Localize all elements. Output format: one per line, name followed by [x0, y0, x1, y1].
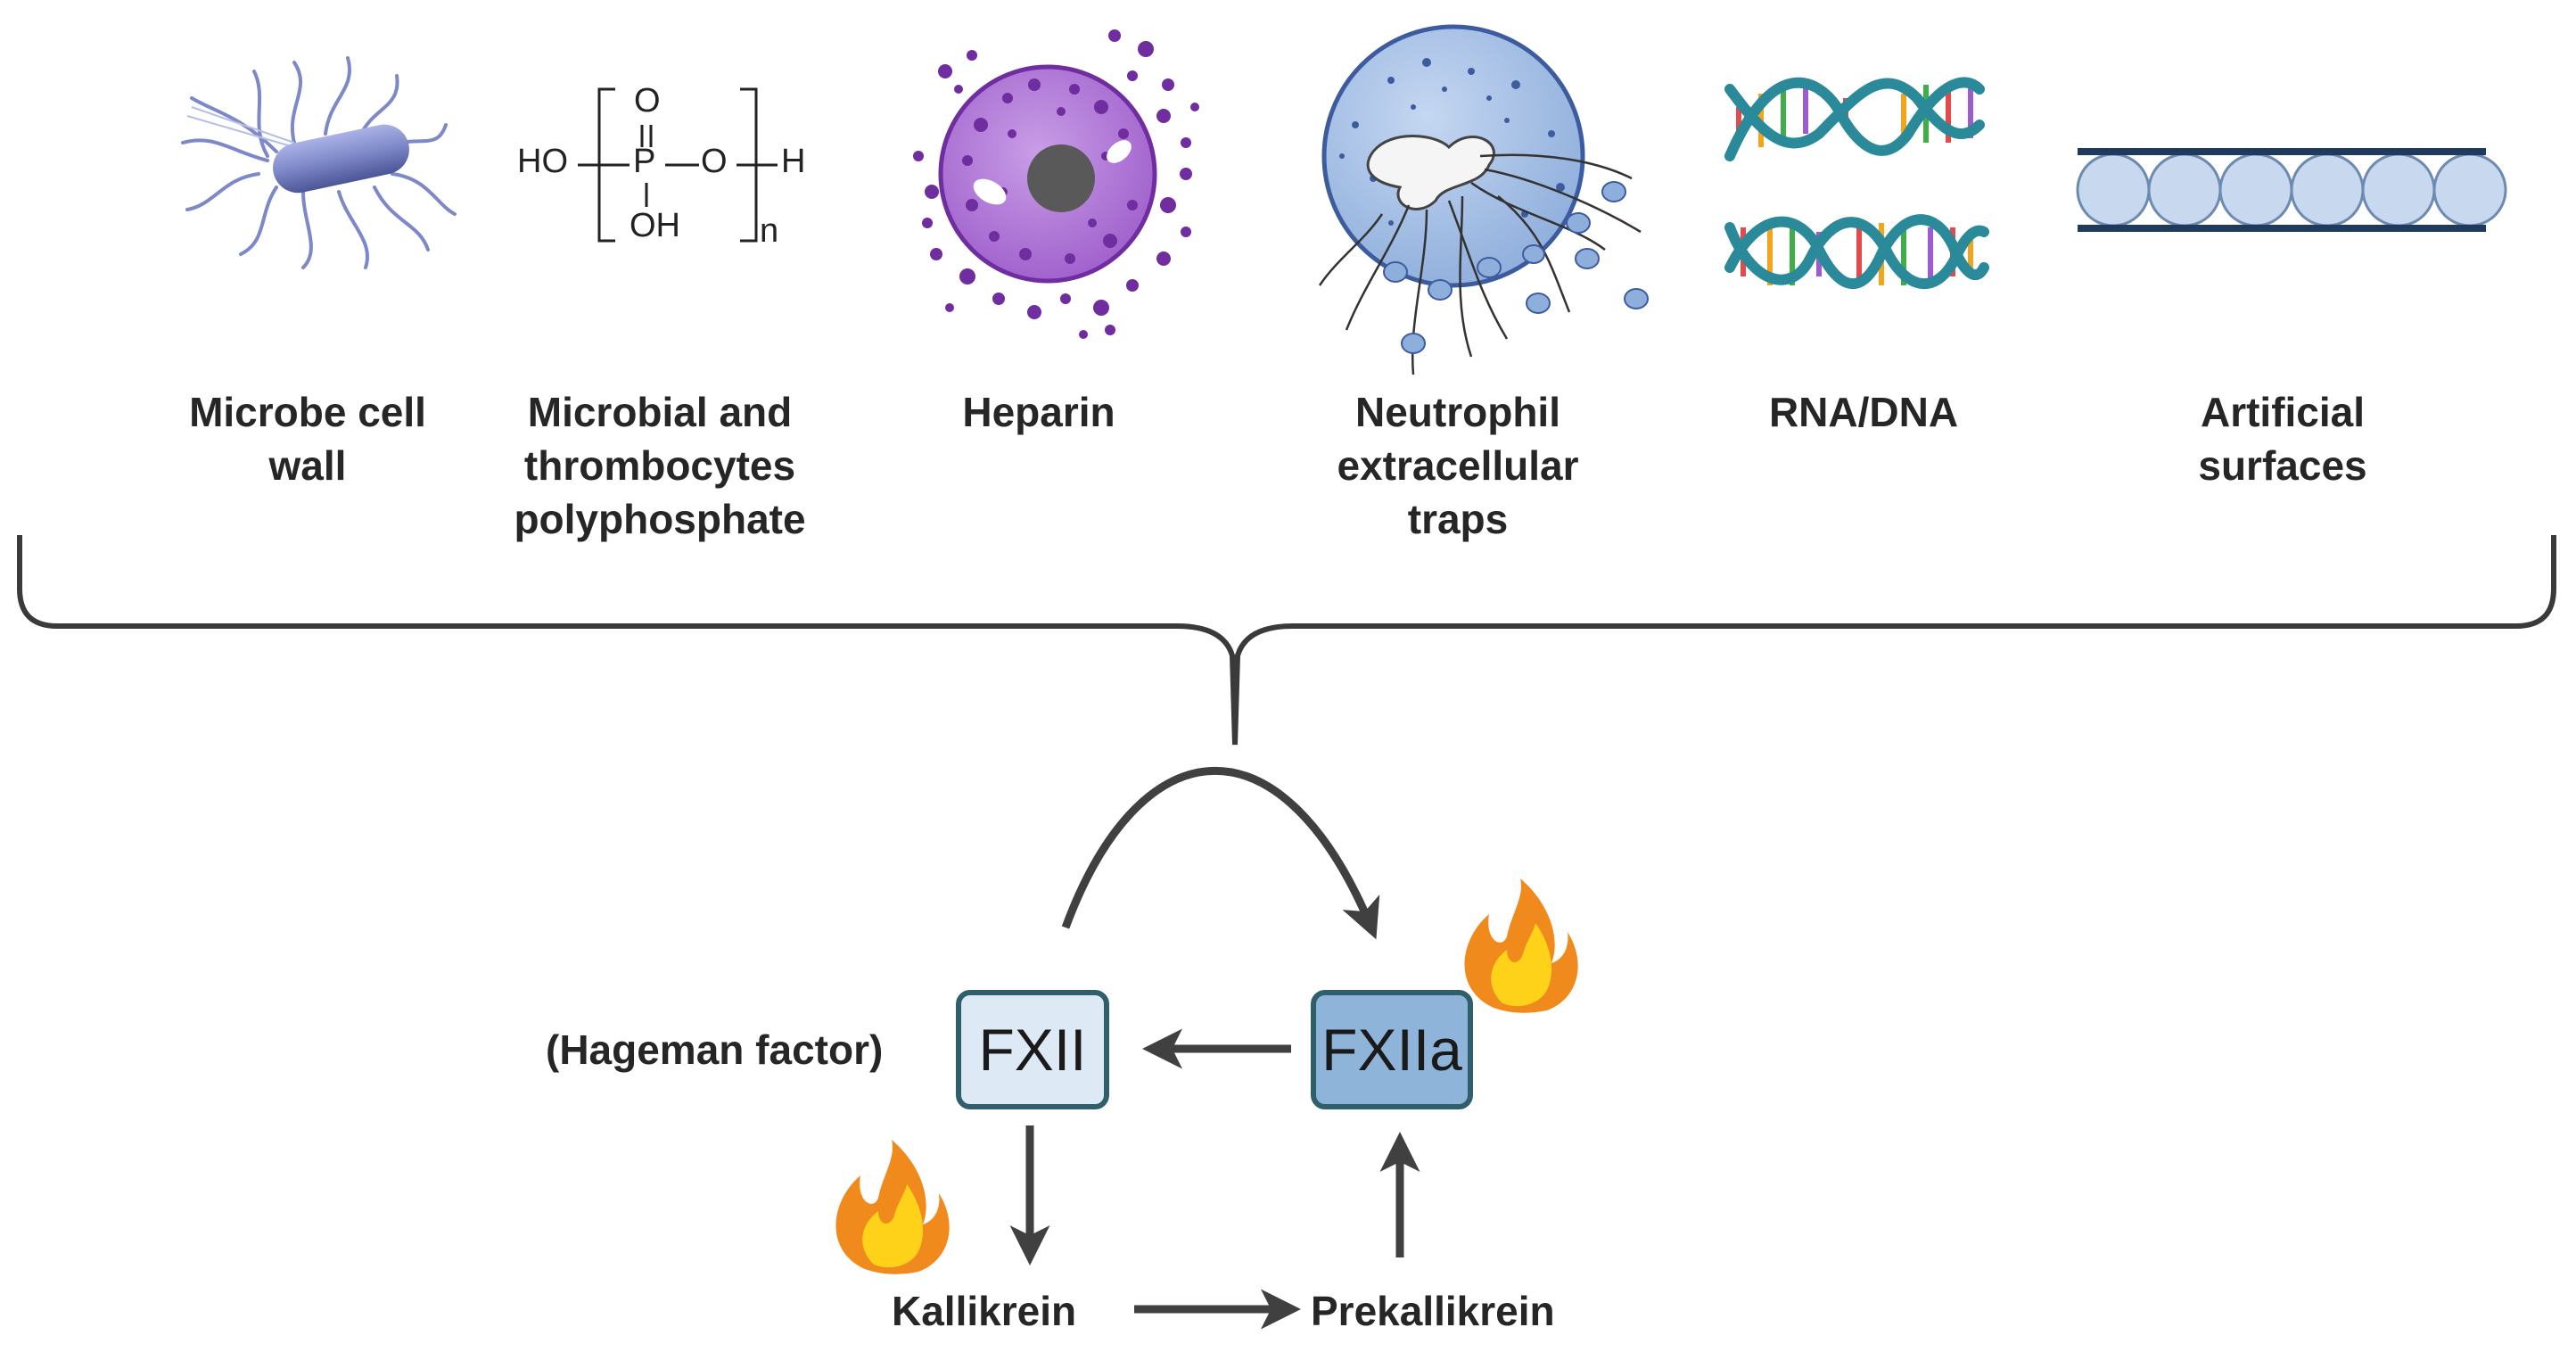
neutrophil-net-icon	[1318, 24, 1649, 375]
label-polyphosphate: Microbial and thrombocytes polyphosphate	[514, 389, 806, 542]
formula-o-top: O	[634, 82, 661, 120]
hageman-factor-label: (Hageman factor)	[546, 1026, 884, 1073]
mast-cell-icon	[913, 29, 1199, 339]
polyphosphate-structure-icon	[578, 87, 778, 243]
feedback-arch-arrow	[1061, 766, 1380, 940]
formula-o-right: O	[701, 143, 728, 180]
formula-p: P	[633, 143, 656, 180]
dna-helix-icon	[1724, 77, 1989, 290]
formula-h: H	[781, 143, 806, 180]
formula-ho: HO	[517, 143, 568, 180]
label-microbe-cell-wall: Microbe cell wall	[189, 389, 426, 489]
formula-n: n	[760, 212, 779, 250]
flame-icon	[1464, 878, 1578, 1013]
formula-oh: OH	[630, 207, 680, 244]
prekallikrein-label: Prekallikrein	[1311, 1288, 1555, 1334]
flame-icon	[835, 1140, 950, 1274]
label-nets: Neutrophil extracellular traps	[1337, 389, 1579, 542]
label-rna-dna: RNA/DNA	[1768, 389, 1959, 435]
grouping-brace	[17, 535, 2556, 746]
label-artificial-surfaces: Artificial surfaces	[2198, 389, 2367, 489]
artificial-surface-icon	[2076, 148, 2507, 232]
fxiia-box: FXIIa	[1311, 990, 1473, 1109]
fxii-box: FXII	[956, 990, 1109, 1109]
bacterium-icon	[181, 56, 457, 269]
label-heparin: Heparin	[962, 389, 1115, 435]
kallikrein-label: Kallikrein	[892, 1288, 1077, 1334]
